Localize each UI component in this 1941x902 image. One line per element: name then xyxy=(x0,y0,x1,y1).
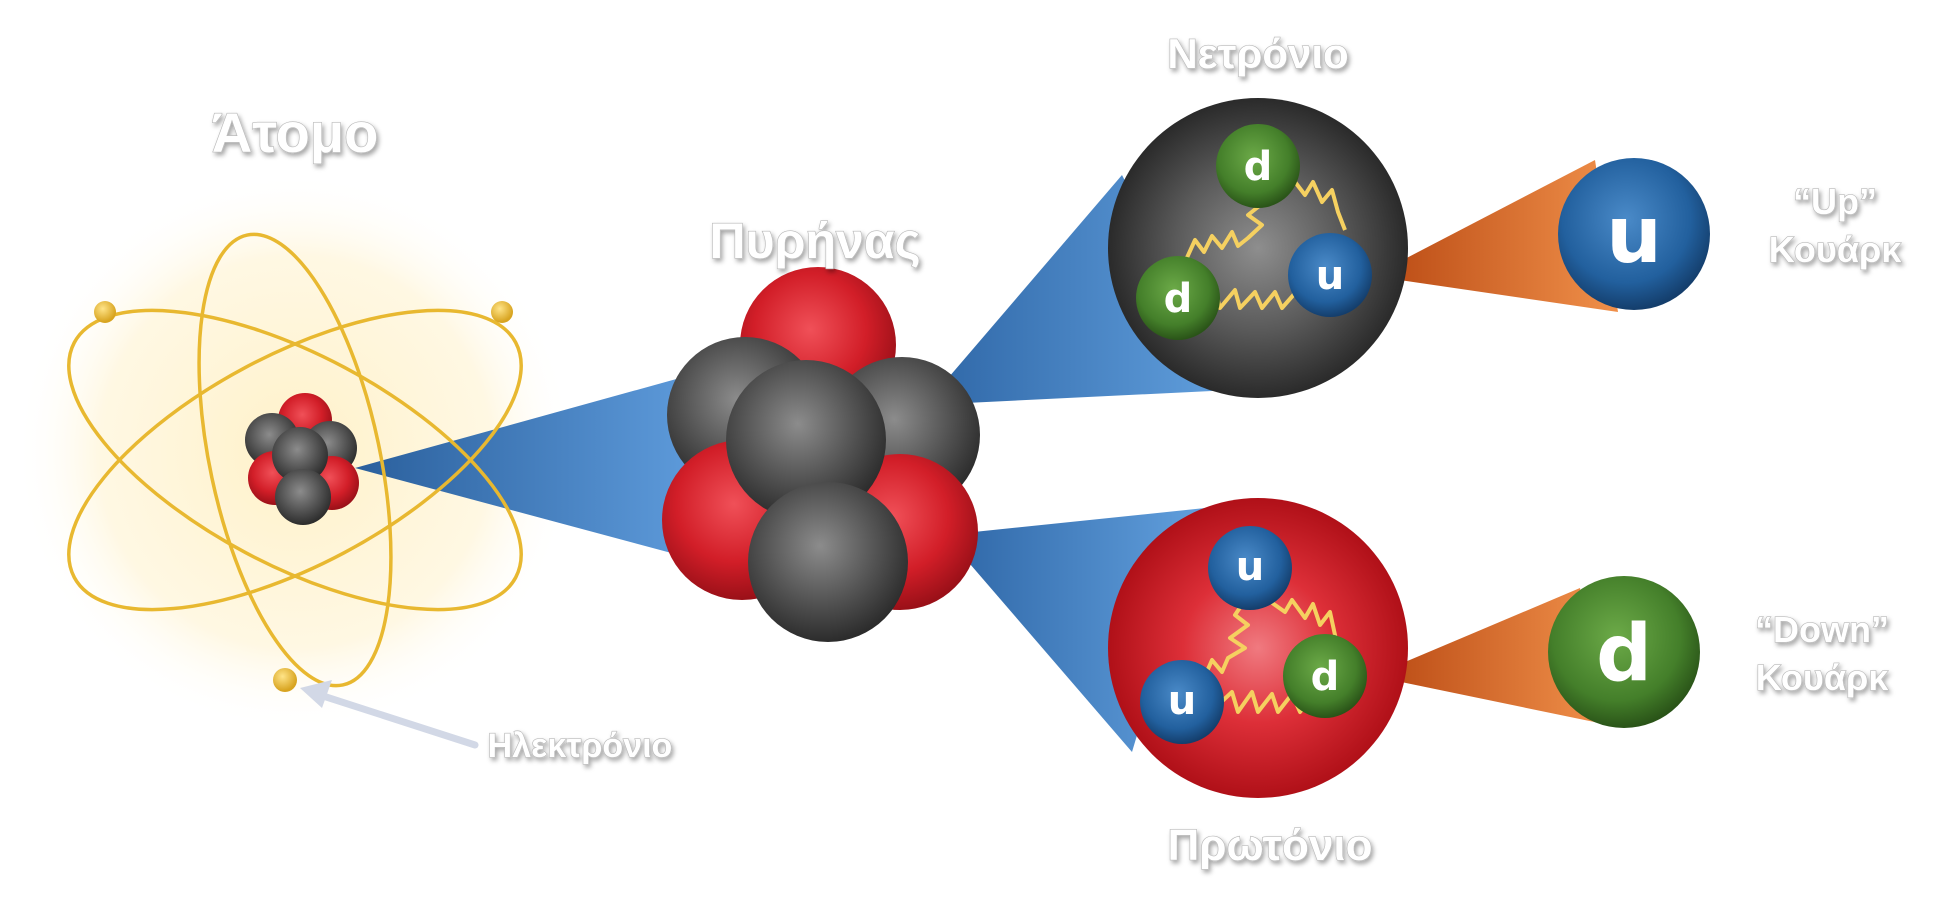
atom-label: Άτομο xyxy=(212,101,379,164)
proton-up-quark-left-symbol: u xyxy=(1168,678,1196,724)
proton xyxy=(1108,498,1408,798)
orbit-3 xyxy=(67,308,523,612)
proton-up-quark-left xyxy=(1140,660,1224,744)
neutron-up-quark xyxy=(1288,233,1372,317)
atom-nucleus-small xyxy=(245,393,359,525)
proton-label: Πρωτόνιο xyxy=(1167,821,1372,870)
proton-down-quark-symbol: d xyxy=(1311,654,1340,700)
neutron-up-quark-symbol: u xyxy=(1316,253,1344,299)
up-quark-symbol: u xyxy=(1606,191,1662,281)
nucleus-label: Πυρήνας xyxy=(709,213,920,269)
up-quark-label-line1: “Up” xyxy=(1793,181,1877,222)
zoom-beam-neutron-to-up-quark xyxy=(1372,160,1618,312)
neutron xyxy=(1108,98,1408,398)
neutron-down-quark-top-symbol: d xyxy=(1244,144,1273,190)
electron-label: Ηλεκτρόνιο xyxy=(488,727,673,765)
down-quark-label-line2: Κουάρκ xyxy=(1756,657,1890,698)
proton-up-quark-top xyxy=(1208,526,1292,610)
zoom-beam-atom-to-nucleus xyxy=(355,378,690,558)
electron-2 xyxy=(491,301,513,323)
proton-down-quark xyxy=(1283,634,1367,718)
electron-orbits xyxy=(67,232,523,688)
electron-pointer-arrow xyxy=(300,680,479,749)
up-quark xyxy=(1558,158,1710,310)
orbit-2 xyxy=(67,308,523,612)
down-quark-label-line1: “Down” xyxy=(1755,609,1889,650)
neutron-down-quark-top xyxy=(1216,124,1300,208)
nucleus-cluster xyxy=(662,267,980,642)
electron-1 xyxy=(94,301,116,323)
neutron-down-quark-left xyxy=(1136,256,1220,340)
zoom-beam-proton-to-down-quark xyxy=(1372,588,1604,724)
up-quark-label-line2: Κουάρκ xyxy=(1769,229,1903,270)
orbit-1 xyxy=(197,232,393,688)
neutron-down-quark-left-symbol: d xyxy=(1164,276,1193,322)
electron-3 xyxy=(273,668,297,692)
down-quark xyxy=(1548,576,1700,728)
proton-up-quark-top-symbol: u xyxy=(1236,544,1264,590)
neutron-label: Νετρόνιο xyxy=(1167,30,1348,77)
down-quark-symbol: d xyxy=(1596,609,1652,699)
